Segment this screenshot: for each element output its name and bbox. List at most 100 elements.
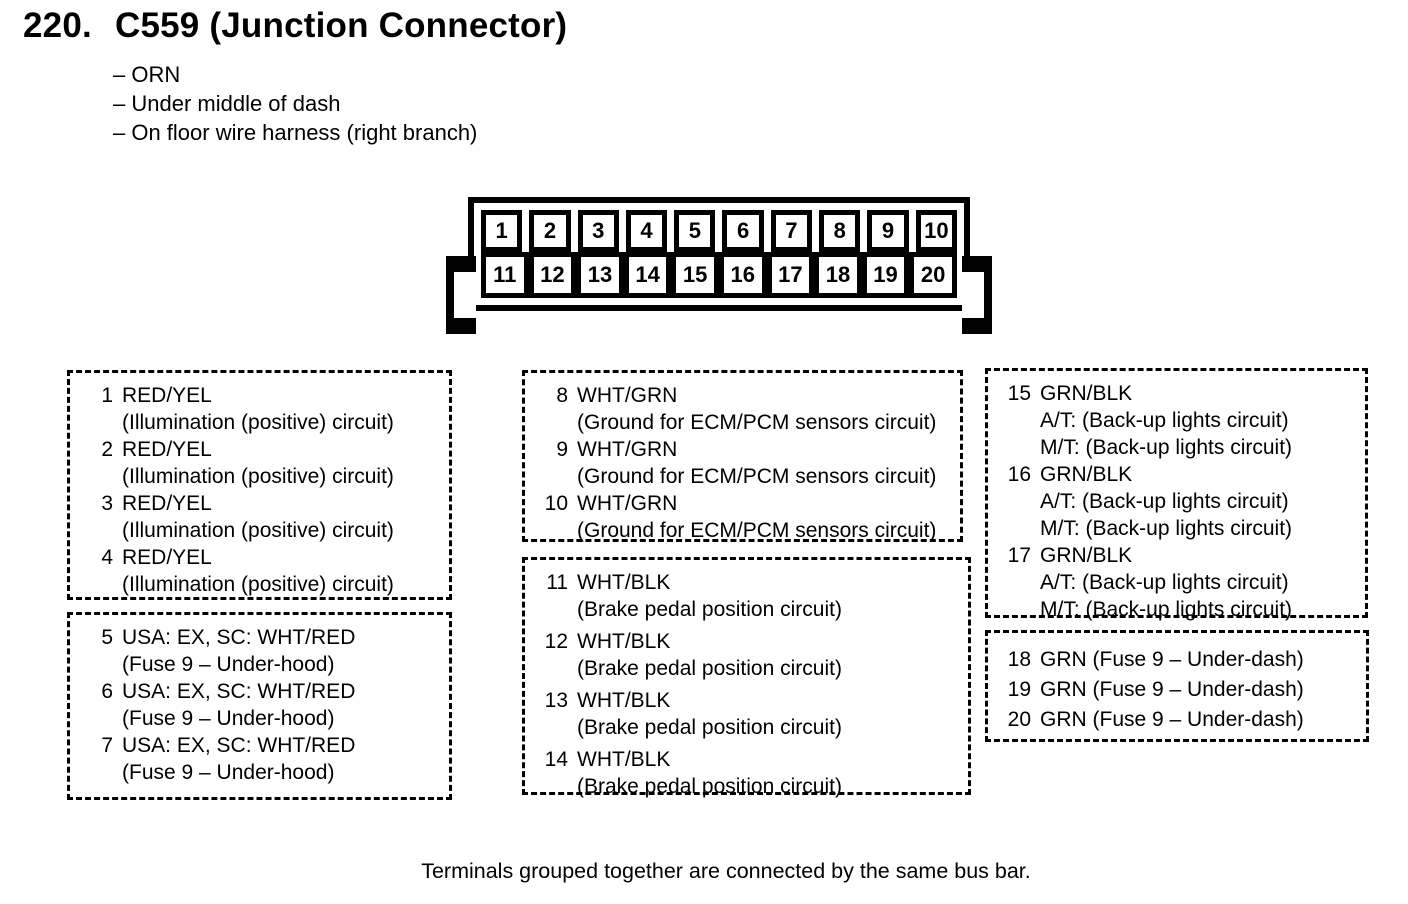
pin-cell-8: 8 [819,210,861,252]
description-line: WHT/BLK [577,571,671,594]
description-line: GRN/BLK [1040,382,1133,405]
description-line: WHT/BLK [577,630,671,653]
pin-description: WHT/GRN (Ground for ECM/PCM sensors circu… [577,436,952,490]
pin-entry-5: 5 USA: EX, SC: WHT/RED (Fuse 9 – Under-hoo… [83,624,441,678]
description-line: RED/YEL [122,546,212,569]
connector-title: C559 (Junction Connector) [115,6,568,45]
pin-number: 7 [101,734,113,757]
pin-cell-10: 10 [915,210,957,252]
pin-description: WHT/BLK(Brake pedal position circuit) [577,569,960,623]
description-line: (Illumination (positive) circuit) [122,573,394,596]
description-line: (Ground for ECM/PCM sensors circuit) [577,519,937,542]
pin-cell-1: 1 [481,210,523,252]
pin-entry-12: 12 WHT/BLK (Brake pedal position circuit) [538,628,960,682]
pin-cell-20: 20 [909,252,957,298]
description-line: GRN/BLK [1040,463,1133,486]
description-line: USA: EX, SC: WHT/RED [122,680,356,703]
pin-number: 2 [101,438,113,461]
pin-description: GRN/BLK A/T: (Back-up lights circuit) M/T:… [1040,380,1357,461]
description-line: A/T: (Back-up lights circuit) [1040,409,1289,432]
pin-number: 12 [544,630,568,653]
pin-cell-9: 9 [867,210,909,252]
pin-number: 11 [546,571,568,594]
location-note: – On floor wire harness (right branch) [113,120,478,145]
pin-entry-10: 10 WHT/GRN(Ground for ECM/PCM sensors cir… [538,490,952,544]
pin-number: 3 [101,492,113,515]
pin-description: WHT/BLK(Brake pedal position circuit) [577,687,960,741]
description-line: M/T: (Back-up lights circuit) [1040,436,1293,459]
pin-number: 10 [544,492,568,515]
description-line: (Brake pedal position circuit) [577,775,842,798]
location-notes: – ORN – Under middle of dash – On floor wi… [113,60,477,147]
description-line: RED/YEL [122,492,212,515]
pin-entry-4: 4 RED/YEL (Illumination (positive) circuit… [83,544,441,598]
pin-number: 6 [101,680,113,703]
description-line: GRN (Fuse 9 – Under-dash) [1040,708,1304,731]
pin-entry-7: 7 USA: EX, SC: WHT/RED(Fuse 9 – Under-hoo… [83,732,441,786]
description-line: (Brake pedal position circuit) [577,657,842,680]
pin-entry-9: 9 WHT/GRN (Ground for ECM/PCM sensors circ… [538,436,952,490]
description-line: RED/YEL [122,384,212,407]
description-line: WHT/GRN [577,438,678,461]
pin-number: 18 [1007,648,1031,671]
pin-number: 4 [101,546,113,569]
section-number: 220. [23,6,92,45]
description-line: (Ground for ECM/PCM sensors circuit) [577,411,937,434]
pin-description: WHT/GRN (Ground for ECM/PCM sensors circu… [577,382,952,436]
pin-description: RED/YEL (Illumination (positive) circuit) [122,436,441,490]
pin-number: 9 [556,438,568,461]
location-note: – Under middle of dash [113,91,341,116]
pin-description: GRN (Fuse 9 – Under-dash) [1040,705,1358,735]
description-line: RED/YEL [122,438,212,461]
pin-description: WHT/GRN(Ground for ECM/PCM sensors circu… [577,490,952,544]
description-line: (Ground for ECM/PCM sensors circuit) [577,465,937,488]
pin-entry-3: 3 RED/YEL (Illumination (positive) circuit… [83,490,441,544]
pin-number: 13 [544,689,568,712]
description-line: A/T: (Back-up lights circuit) [1040,571,1289,594]
description-line: (Illumination (positive) circuit) [122,519,394,542]
page-title: 220. C559 (Junction Connector) [23,6,567,46]
description-line: WHT/GRN [577,384,678,407]
pin-entry-6: 6 USA: EX, SC: WHT/RED (Fuse 9 – Under-hoo… [83,678,441,732]
description-line: (Illumination (positive) circuit) [122,465,394,488]
description-line: GRN (Fuse 9 – Under-dash) [1040,648,1304,671]
pin-cell-7: 7 [770,210,813,252]
description-line: (Fuse 9 – Under-hood) [122,653,335,676]
description-line: USA: EX, SC: WHT/RED [122,626,356,649]
pin-cell-11: 11 [481,252,529,298]
pin-description: USA: EX, SC: WHT/RED(Fuse 9 – Under-hood… [122,732,441,786]
pin-cell-17: 17 [766,252,815,298]
pin-cell-3: 3 [577,210,619,252]
pin-cell-5: 5 [674,210,716,252]
pin-entry-18: 18 GRN (Fuse 9 – Under-dash) [1001,645,1358,675]
pin-description: GRN (Fuse 9 – Under-dash) [1040,675,1358,705]
pin-description: RED/YEL (Illumination (positive) circuit) [122,544,441,598]
pin-number: 5 [101,626,113,649]
pin-cell-15: 15 [671,252,719,298]
description-line: (Illumination (positive) circuit) [122,411,394,434]
pin-description: RED/YEL (Illumination (positive) circuit) [122,382,441,436]
bus-bar-footnote: Terminals grouped together are connected… [421,859,1031,883]
pin-description: RED/YEL (Illumination (positive) circuit) [122,490,441,544]
description-line: M/T: (Back-up lights circuit) [1040,598,1293,621]
pin-entry-13: 13 WHT/BLK(Brake pedal position circuit) [538,687,960,741]
location-note: – ORN [113,62,181,87]
description-line: (Fuse 9 – Under-hood) [122,707,335,730]
pin-cell-12: 12 [528,252,577,298]
pin-description: GRN (Fuse 9 – Under-dash) [1040,645,1358,675]
